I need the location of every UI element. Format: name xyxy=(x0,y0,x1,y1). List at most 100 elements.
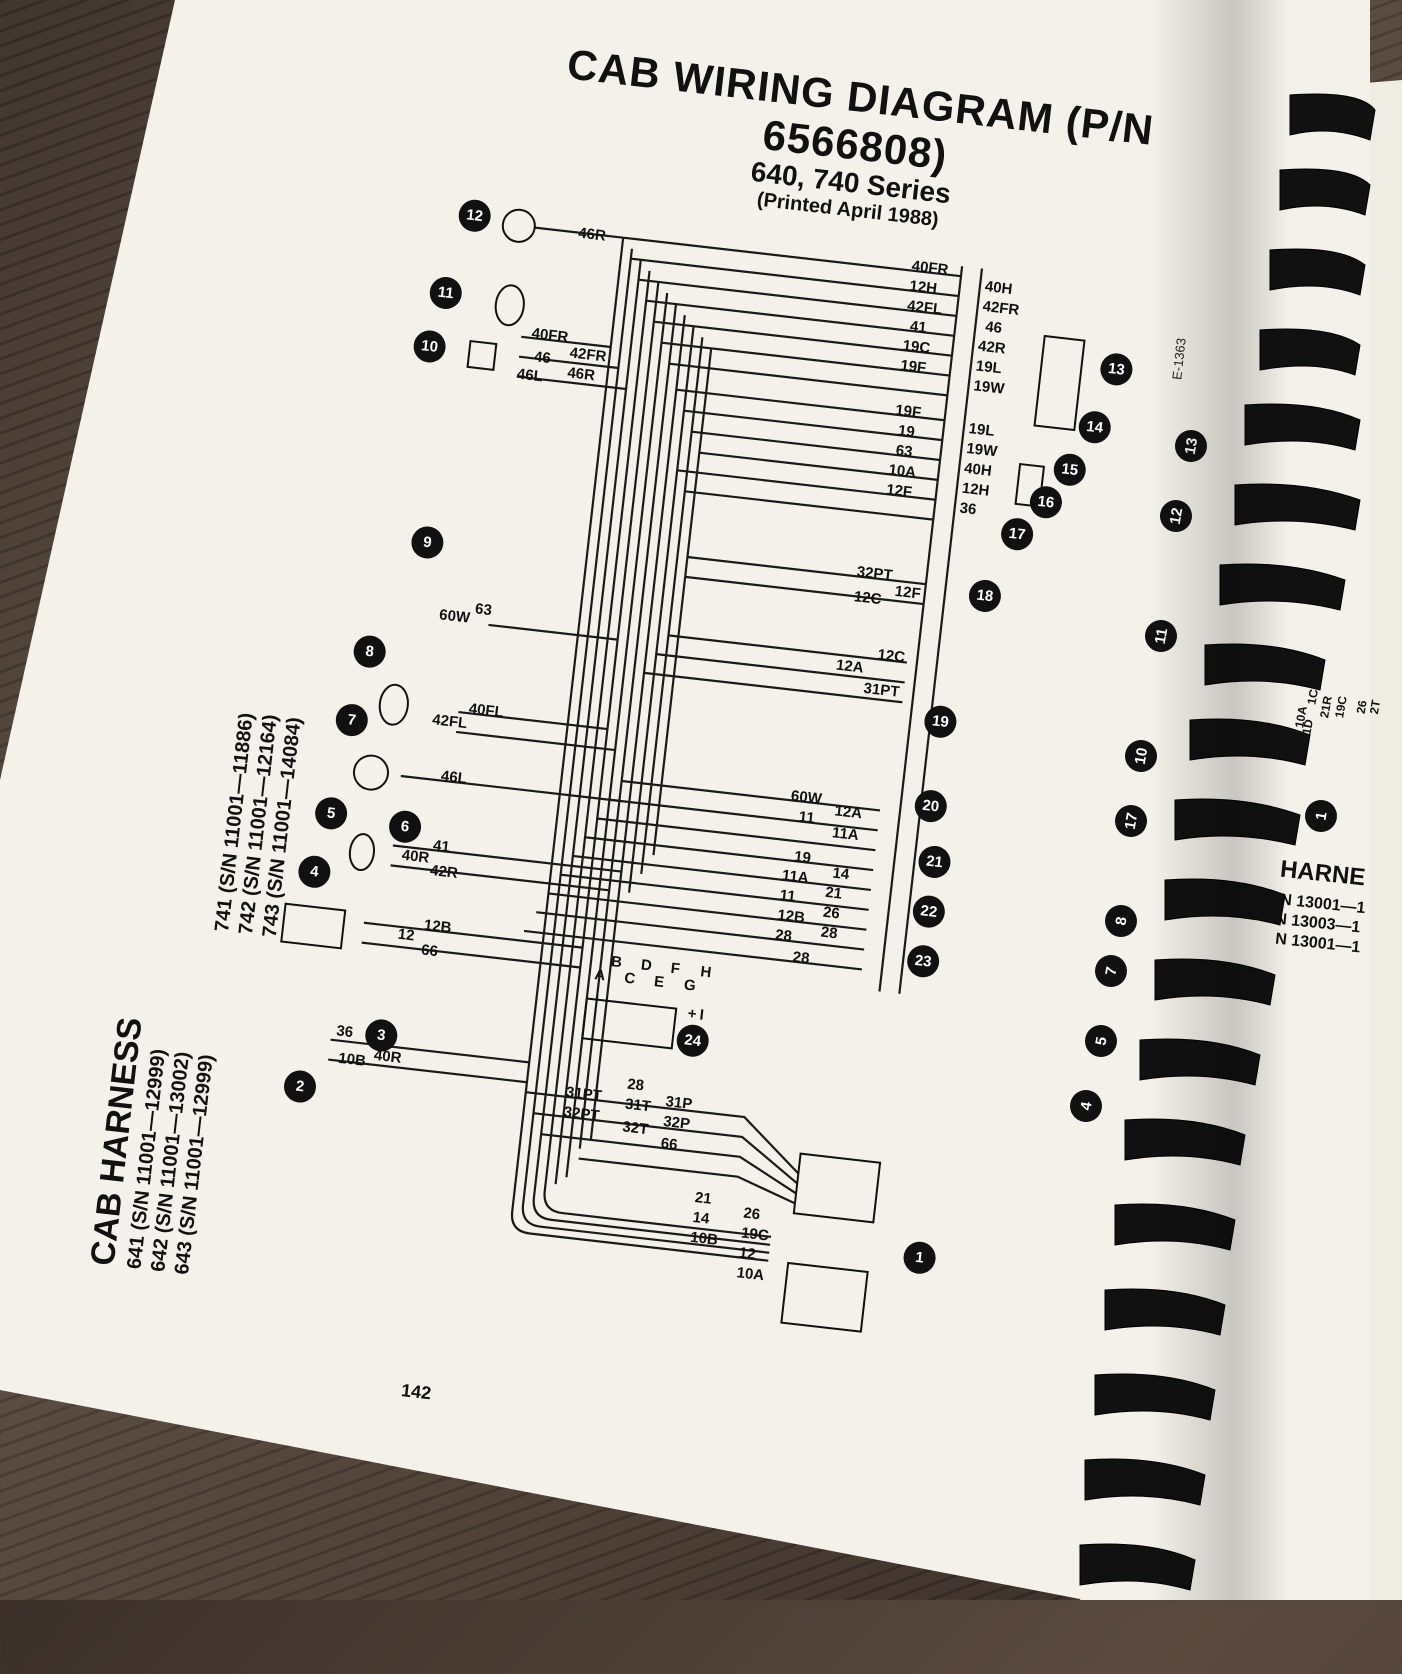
switch-letter: C xyxy=(623,970,636,988)
wire-label: 32P xyxy=(662,1113,690,1133)
switch-letter: F xyxy=(670,960,681,978)
wire-label: 12A xyxy=(835,657,864,677)
callout-23: 23 xyxy=(907,945,940,978)
wire-label: 42FR xyxy=(982,298,1021,319)
wire-label: 21 xyxy=(824,884,843,903)
callout-8: 8 xyxy=(353,635,386,668)
callout-17: 17 xyxy=(1001,518,1034,551)
wire-label: 12H xyxy=(909,277,938,297)
wire-label: 19F xyxy=(900,357,928,377)
wire-label: 26 xyxy=(822,904,841,923)
callout-22: 22 xyxy=(912,895,945,928)
wire-label: 42FR xyxy=(569,344,608,365)
wire-label: 28 xyxy=(774,926,793,945)
component-7-lamp xyxy=(352,754,389,791)
wire-label: 12A xyxy=(834,802,863,822)
spiral-binding xyxy=(1079,93,1376,1591)
wire-label: 60W xyxy=(438,606,471,626)
switch-letter: H xyxy=(700,963,713,981)
callout-16: 16 xyxy=(1029,486,1062,519)
callout-10: 10 xyxy=(413,330,446,363)
wire-label: 19C xyxy=(740,1225,769,1245)
wire-label: 63 xyxy=(895,442,914,461)
callout-1: 1 xyxy=(903,1241,936,1274)
wire-label: 31PT xyxy=(863,680,901,701)
callout-5: 5 xyxy=(315,797,348,830)
callout-6: 6 xyxy=(389,810,422,843)
svg-text:21: 21 xyxy=(925,853,944,872)
component-11-lamp xyxy=(494,284,525,327)
callout-9: 9 xyxy=(411,526,444,559)
callout-20: 20 xyxy=(914,790,947,823)
callout-3: 3 xyxy=(365,1019,398,1052)
svg-text:19: 19 xyxy=(931,712,950,731)
wire-label: 11A xyxy=(781,867,810,887)
wire-label: 46L xyxy=(440,768,468,788)
component-12-lamp xyxy=(501,208,536,243)
wire-label: 11A xyxy=(831,824,860,844)
svg-text:10: 10 xyxy=(420,337,439,356)
right-bus-a xyxy=(878,266,964,992)
wire-label: 36 xyxy=(959,500,978,519)
wire-label: 12F xyxy=(894,583,922,603)
wire-label: 19 xyxy=(897,422,916,441)
callout-4: 4 xyxy=(298,855,331,888)
wire-label: 19W xyxy=(973,377,1006,397)
wire-label: 40FR xyxy=(911,258,950,279)
callout-21: 21 xyxy=(918,845,951,878)
wire-label: 11 xyxy=(798,808,816,827)
wire-label: 28 xyxy=(626,1076,645,1095)
svg-text:7: 7 xyxy=(347,711,357,729)
wire-label: 10B xyxy=(337,1050,366,1070)
svg-text:15: 15 xyxy=(1061,460,1080,479)
wire-label: 12H xyxy=(961,480,990,500)
wire-label: 41 xyxy=(432,837,451,856)
switch-letter: D xyxy=(640,956,653,974)
svg-text:17: 17 xyxy=(1008,525,1027,544)
wire-label: 46R xyxy=(567,364,596,384)
component-1-connector-top xyxy=(792,1152,882,1224)
wire-label: 41 xyxy=(909,318,928,337)
right-bus-b xyxy=(898,268,984,994)
callout-14: 14 xyxy=(1078,411,1111,444)
svg-text:11: 11 xyxy=(437,284,455,303)
wire-label: 40FL xyxy=(468,700,505,721)
wire-label: 14 xyxy=(692,1209,711,1228)
wire-label: 12F xyxy=(885,481,913,501)
svg-text:4: 4 xyxy=(309,863,320,881)
wire-bundle xyxy=(328,226,962,1262)
svg-text:18: 18 xyxy=(976,587,995,606)
callout-19: 19 xyxy=(924,705,957,738)
wire-label: 19L xyxy=(975,357,1003,377)
wire-label: 40H xyxy=(984,278,1013,298)
svg-text:9: 9 xyxy=(422,534,432,552)
callout-13: 13 xyxy=(1100,353,1133,386)
switch-letter: E xyxy=(653,973,665,991)
wire-label: 10A xyxy=(736,1264,765,1284)
wire-label: 32PT xyxy=(856,563,894,584)
wire-label: 40R xyxy=(401,847,430,867)
wire-label: 10B xyxy=(689,1229,718,1249)
component-1-connector-bottom xyxy=(780,1261,869,1333)
wire-label: 46R xyxy=(577,225,606,245)
svg-text:14: 14 xyxy=(1085,418,1104,437)
wire-label: 40FR xyxy=(531,325,570,346)
wire-label: 11 xyxy=(779,887,797,906)
wire-label: 32PT xyxy=(563,1104,601,1125)
wire-label: 36 xyxy=(336,1022,355,1041)
component-24-switch xyxy=(581,997,678,1050)
wire-label: 19F xyxy=(894,402,922,422)
wire-label: 40R xyxy=(373,1047,402,1067)
svg-text:3: 3 xyxy=(376,1027,386,1045)
switch-letter: G xyxy=(683,976,697,994)
wire-label: 14 xyxy=(832,865,851,884)
wire-label: 63 xyxy=(474,600,493,619)
wire-label: 66 xyxy=(420,941,439,960)
callout-18: 18 xyxy=(968,579,1001,612)
wire-label: 12C xyxy=(853,588,882,608)
wire-label: 12B xyxy=(423,917,452,937)
svg-text:20: 20 xyxy=(922,797,941,816)
wire-label: 66 xyxy=(660,1135,679,1154)
